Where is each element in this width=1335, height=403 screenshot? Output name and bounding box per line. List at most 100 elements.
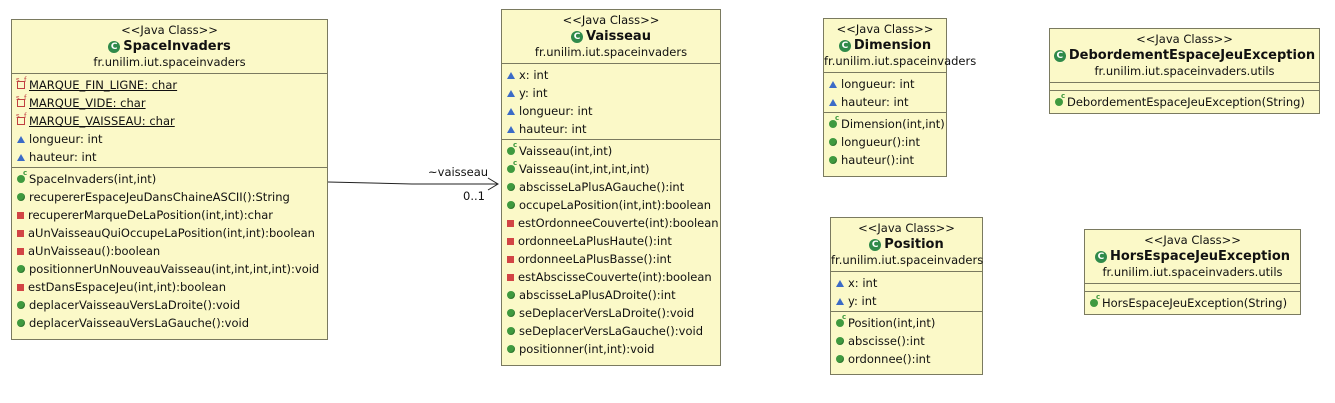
- method-row[interactable]: estAbscisseCouverte(int):boolean: [507, 268, 720, 286]
- class-name: Position: [884, 237, 944, 252]
- method-row[interactable]: SpaceInvaders(int,int): [17, 169, 327, 188]
- method-label: seDeplacerVersLaDroite():void: [519, 306, 695, 320]
- method-label: deplacerVaisseauVersLaDroite():void: [29, 298, 241, 312]
- method-label: ordonnee():int: [848, 352, 931, 366]
- class-name: SpaceInvaders: [123, 39, 231, 54]
- association-role-label: ~vaisseau: [428, 165, 489, 179]
- method-label: positionnerUnNouveauVaisseau(int,int,int…: [29, 262, 320, 276]
- methods-section: Dimension(int,int) longueur():int hauteur(…: [824, 112, 946, 170]
- field-row[interactable]: longueur: int: [17, 130, 327, 148]
- field-row[interactable]: hauteur: int: [829, 93, 946, 111]
- class-icon: C: [1053, 49, 1066, 62]
- method-row[interactable]: abscisseLaPlusADroite():int: [507, 286, 720, 304]
- method-row[interactable]: recupererMarqueDeLaPosition(int,int):cha…: [17, 206, 327, 224]
- method-row[interactable]: Position(int,int): [836, 313, 982, 332]
- private-method-icon: [17, 283, 24, 291]
- method-row[interactable]: ordonneeLaPlusBasse():int: [507, 250, 720, 268]
- public-method-icon: [829, 138, 837, 146]
- methods-section: Vaisseau(int,int) Vaisseau(int,int,int,in…: [502, 139, 720, 359]
- field-row[interactable]: x: int: [836, 274, 982, 292]
- method-label: longueur():int: [841, 135, 921, 149]
- method-row[interactable]: deplacerVaisseauVersLaDroite():void: [17, 296, 327, 314]
- method-row[interactable]: positionner(int,int):void: [507, 340, 720, 358]
- field-row[interactable]: y: int: [507, 84, 720, 102]
- method-row[interactable]: Dimension(int,int): [829, 114, 946, 133]
- method-row[interactable]: ordonneeLaPlusHaute():int: [507, 232, 720, 250]
- methods-section: HorsEspaceJeuException(String): [1085, 291, 1300, 313]
- static-final-icon: [16, 76, 26, 89]
- class-package: fr.unilim.iut.spaceinvaders: [824, 54, 977, 68]
- field-row[interactable]: hauteur: int: [507, 120, 720, 138]
- package-visibility-icon: [507, 89, 515, 97]
- method-row[interactable]: HorsEspaceJeuException(String): [1090, 293, 1300, 312]
- field-row[interactable]: y: int: [836, 292, 982, 310]
- methods-section: Position(int,int)abscisse():int ordonnee(…: [831, 311, 982, 369]
- field-row[interactable]: MARQUE_VIDE: char: [16, 94, 327, 112]
- method-row[interactable]: abscisseLaPlusAGauche():int: [507, 178, 720, 196]
- method-row[interactable]: Vaisseau(int,int): [507, 141, 720, 160]
- method-row[interactable]: abscisse():int: [836, 332, 982, 350]
- package-visibility-icon: [507, 71, 515, 79]
- package-visibility-icon: [507, 107, 515, 115]
- methods-section: DebordementEspaceJeuException(String): [1050, 90, 1319, 112]
- private-method-icon: [17, 229, 24, 237]
- method-row[interactable]: seDeplacerVersLaGauche():void: [507, 322, 720, 340]
- method-row[interactable]: ordonnee():int: [836, 350, 982, 368]
- method-label: ordonneeLaPlusHaute():int: [518, 234, 672, 248]
- public-method-icon: [836, 355, 844, 363]
- field-label: hauteur: int: [29, 150, 97, 164]
- method-row[interactable]: estOrdonneeCouverte(int):boolean: [507, 214, 720, 232]
- method-row[interactable]: seDeplacerVersLaDroite():void: [507, 304, 720, 322]
- method-label: Vaisseau(int,int,int,int): [519, 162, 650, 176]
- class-name: DebordementEspaceJeuException: [1068, 48, 1316, 63]
- field-row[interactable]: hauteur: int: [17, 148, 327, 166]
- method-row[interactable]: longueur():int: [829, 133, 946, 151]
- public-method-icon: [507, 309, 515, 317]
- class-stereotype: <<Java Class>>: [1144, 233, 1241, 247]
- field-label: hauteur: int: [519, 122, 587, 136]
- field-label: longueur: int: [841, 77, 915, 91]
- class-name: Vaisseau: [586, 29, 651, 44]
- method-row[interactable]: hauteur():int: [829, 151, 946, 169]
- field-row[interactable]: longueur: int: [829, 75, 946, 93]
- fields-section: longueur: int hauteur: int: [824, 72, 946, 112]
- method-row[interactable]: deplacerVaisseauVersLaGauche():void: [17, 314, 327, 332]
- method-row[interactable]: aUnVaisseauQuiOccupeLaPosition(int,int):…: [17, 224, 327, 242]
- method-label: occupeLaPosition(int,int):boolean: [519, 198, 712, 212]
- method-row[interactable]: estDansEspaceJeu(int,int):boolean: [17, 278, 327, 296]
- class-name: Dimension: [853, 38, 932, 53]
- field-row[interactable]: x: int: [507, 66, 720, 84]
- constructor-icon: [17, 169, 27, 183]
- field-row[interactable]: MARQUE_VAISSEAU: char: [16, 112, 327, 130]
- public-method-icon: [507, 345, 515, 353]
- method-row[interactable]: DebordementEspaceJeuException(String): [1055, 92, 1319, 111]
- field-row[interactable]: longueur: int: [507, 102, 720, 120]
- method-row[interactable]: Vaisseau(int,int,int,int): [507, 159, 720, 178]
- private-method-icon: [507, 237, 514, 245]
- method-row[interactable]: recupererEspaceJeuDansChaineASCII():Stri…: [17, 188, 327, 206]
- method-label: estOrdonneeCouverte(int):boolean: [518, 216, 719, 230]
- method-label: ordonneeLaPlusBasse():int: [518, 252, 672, 266]
- field-row[interactable]: MARQUE_FIN_LIGNE: char: [16, 76, 327, 94]
- package-visibility-icon: [17, 153, 25, 161]
- method-row[interactable]: occupeLaPosition(int,int):boolean: [507, 196, 720, 214]
- public-method-icon: [507, 183, 515, 191]
- private-method-icon: [17, 211, 24, 219]
- method-row[interactable]: positionnerUnNouveauVaisseau(int,int,int…: [17, 260, 327, 278]
- method-label: estAbscisseCouverte(int):boolean: [518, 270, 712, 284]
- method-row[interactable]: aUnVaisseau():boolean: [17, 242, 327, 260]
